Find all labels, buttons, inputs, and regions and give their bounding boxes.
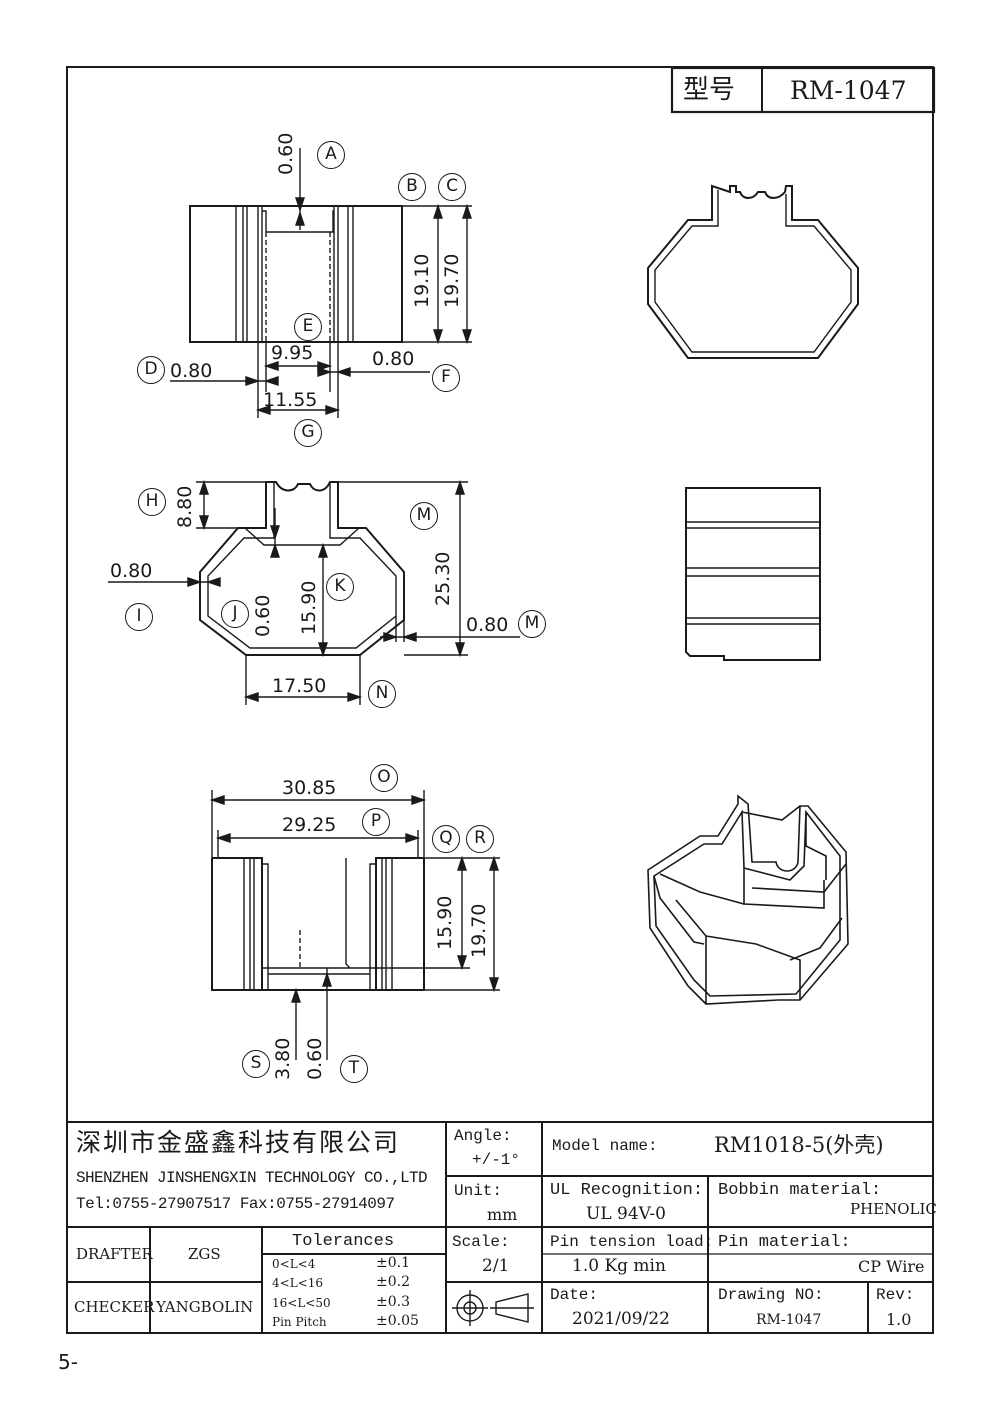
model-box [670, 66, 936, 114]
dim-inner-width: 9.95 [271, 342, 314, 364]
dim-right-wall: 0.80 [372, 348, 415, 370]
view1-front-view [170, 148, 472, 418]
checker-label: CHECKER [74, 1298, 155, 1316]
dim-outer-width-3: 30.85 [282, 777, 337, 799]
title-block-lines [66, 1121, 934, 1334]
dim-inner-width-3: 29.25 [282, 814, 337, 836]
tolerance-range: 16<L<50 [272, 1296, 331, 1310]
projection-symbol [452, 1290, 534, 1326]
marker-h: H [138, 488, 166, 516]
dim-top-wall: 0.60 [275, 132, 297, 175]
company-contact: Tel:0755-27907517 Fax:0755-27914097 [76, 1195, 395, 1213]
tolerance-range: 0<L<4 [272, 1257, 316, 1271]
dim-side-wall: 0.80 [110, 560, 153, 582]
angle-label: Angle: [454, 1127, 512, 1145]
tolerance-range: 4<L<16 [272, 1276, 323, 1290]
marker-g: G [294, 419, 322, 447]
date-label: Date: [550, 1286, 599, 1304]
view2-top-view [108, 479, 520, 705]
dim-base-thickness: 3.80 [272, 1037, 294, 1080]
date-value: 2021/09/22 [572, 1309, 670, 1329]
dim-bottom-wall: 0.80 [466, 614, 509, 636]
dim-inner-height-3: 15.90 [434, 895, 456, 950]
marker-b: B [398, 173, 426, 201]
checker-value: YANGBOLIN [156, 1298, 254, 1316]
isometric-view [647, 794, 849, 1005]
tolerance-value: ±0.2 [376, 1274, 410, 1290]
marker-l: M [410, 502, 438, 530]
marker-c: C [438, 173, 466, 201]
tolerance-range: Pin Pitch [272, 1315, 327, 1329]
marker-t: T [340, 1055, 368, 1083]
drawing-no-value: RM-1047 [756, 1312, 822, 1328]
drawing-no-label: Drawing NO: [718, 1286, 824, 1304]
marker-r: R [466, 825, 494, 853]
dim-base-wall: 0.60 [304, 1037, 326, 1080]
tolerances-title: Tolerances [292, 1232, 395, 1251]
view2-side-view [685, 487, 821, 661]
marker-m: M [518, 610, 546, 638]
model-number: RM-1047 [790, 76, 907, 105]
company-name-en: SHENZHEN JINSHENGXIN TECHNOLOGY CO.,LTD [76, 1169, 428, 1187]
scale-label: Scale: [452, 1233, 510, 1251]
company-name-cn: 深圳市金盛鑫科技有限公司 [76, 1128, 401, 1157]
marker-a: A [317, 141, 345, 169]
tolerance-value: ±0.3 [376, 1294, 410, 1310]
marker-n: N [368, 680, 396, 708]
dim-inner-wall: 0.60 [252, 594, 274, 637]
pin-material-value: CP Wire [858, 1257, 925, 1276]
marker-o: O [370, 764, 398, 792]
rev-label: Rev: [876, 1286, 915, 1304]
dim-outer-height: 19.70 [441, 253, 463, 308]
bobbin-material-label: Bobbin material: [718, 1181, 882, 1200]
pin-tension-value: 1.0 Kg min [572, 1256, 666, 1276]
marker-s: S [242, 1050, 270, 1078]
model-label: 型号 [683, 75, 736, 105]
model-name-value: RM1018-5(外壳) [714, 1133, 884, 1157]
view1-top-outline [647, 184, 859, 359]
scale-value: 2/1 [482, 1256, 510, 1276]
marker-q: Q [432, 825, 460, 853]
dim-inner-height-2: 15.90 [298, 580, 320, 635]
dim-outer-height-2: 25.30 [432, 551, 454, 606]
drafter-label: DRAFTER [76, 1245, 153, 1263]
ul-label: UL Recognition: [550, 1181, 704, 1200]
model-name-label: Model name: [552, 1137, 658, 1155]
marker-i: I [125, 603, 153, 631]
marker-d: D [137, 356, 165, 384]
dim-outer-height-3: 19.70 [468, 903, 490, 958]
tolerance-value: ±0.05 [376, 1313, 419, 1329]
view3-front-view [209, 790, 500, 1060]
dim-slot-depth: 8.80 [174, 485, 196, 528]
unit-value: mm [487, 1205, 518, 1224]
dim-bottom-width: 17.50 [272, 675, 327, 697]
unit-label: Unit: [454, 1182, 503, 1200]
pin-material-label: Pin material: [718, 1233, 851, 1252]
dim-outer-width: 11.55 [263, 389, 318, 411]
tolerance-value: ±0.1 [376, 1255, 410, 1271]
drafter-value: ZGS [188, 1245, 221, 1263]
marker-j: J [221, 600, 249, 628]
marker-e: E [294, 313, 322, 341]
page-number: 5- [58, 1350, 78, 1374]
pin-tension-label: Pin tension load: [550, 1233, 714, 1251]
marker-f: F [432, 364, 460, 392]
rev-value: 1.0 [886, 1310, 912, 1329]
marker-p: P [362, 808, 390, 836]
marker-k: K [326, 573, 354, 601]
bobbin-material-value: PHENOLIC [850, 1200, 937, 1218]
dim-left-wall: 0.80 [170, 360, 213, 382]
angle-value: +/-1° [472, 1151, 521, 1169]
ul-value: UL 94V-0 [586, 1204, 666, 1224]
drawing-frame [66, 66, 934, 1334]
dim-inner-height: 19.10 [411, 253, 433, 308]
